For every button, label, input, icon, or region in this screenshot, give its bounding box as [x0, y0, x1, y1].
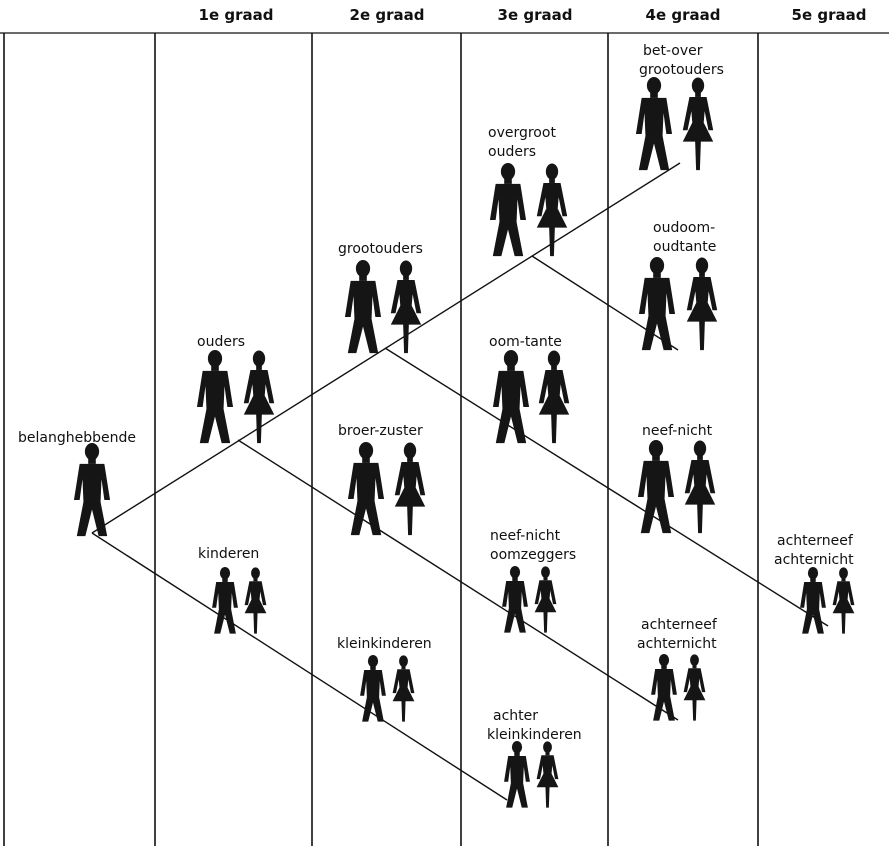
achterneef-5e-icon [800, 567, 826, 634]
line-from-ouders [237, 439, 679, 721]
kinderen-woman-icon [244, 567, 267, 634]
kleinkinderen-man-icon [360, 655, 386, 722]
header-5e-graad: 5e graad [792, 6, 867, 24]
label-grootouders: grootouders [338, 241, 423, 257]
nicht-icon [684, 440, 716, 534]
label-betovergrootouders: bet-over grootouders [639, 43, 724, 78]
label-broer-zuster: broer-zuster [338, 423, 423, 439]
person-belanghebbende-icon [73, 443, 111, 537]
neef-icon [637, 440, 675, 534]
betovergrootouders-woman-icon [682, 77, 714, 171]
achternicht-5e-icon [832, 567, 855, 634]
line-from-grootouders [384, 347, 829, 627]
achternicht-4e-icon [683, 654, 706, 721]
achterkleinkinderen-man-icon [504, 741, 530, 808]
label-neef-nicht-4e: neef-nicht [642, 423, 713, 439]
overgrootouders-man-icon [489, 163, 527, 257]
grootouders-woman-icon [390, 260, 422, 354]
label-kinderen: kinderen [198, 546, 259, 562]
figures [73, 77, 855, 808]
label-oom-tante: oom-tante [489, 334, 562, 350]
relationship-lines [91, 162, 829, 801]
label-achterkleinkinderen: achter kleinkinderen [487, 708, 582, 743]
label-kleinkinderen: kleinkinderen [337, 636, 432, 652]
header-3e-graad: 3e graad [498, 6, 573, 24]
oom-icon [492, 350, 530, 444]
zuster-icon [394, 442, 426, 536]
grootouders-man-icon [344, 260, 382, 354]
header-2e-graad: 2e graad [350, 6, 425, 24]
label-overgrootouders: overgroot ouders [488, 125, 560, 160]
label-achterneef-achternicht-5e: achterneef achternicht [774, 533, 857, 568]
header-4e-graad: 4e graad [646, 6, 721, 24]
header-1e-graad: 1e graad [199, 6, 274, 24]
descending-line-direct [91, 532, 508, 801]
oomzegger-woman-icon [534, 566, 557, 633]
label-ouders: ouders [197, 334, 245, 350]
achterkleinkinderen-woman-icon [536, 741, 559, 808]
oudtante-icon [686, 257, 718, 351]
label-oudoom-oudtante: oudoom- oudtante [653, 220, 720, 255]
label-belanghebbende: belanghebbende [18, 430, 136, 446]
label-achterneef-achternicht-4e: achterneef achternicht [637, 617, 721, 652]
ouders-man-icon [196, 350, 234, 444]
betovergrootouders-man-icon [635, 77, 673, 171]
ouders-woman-icon [243, 350, 275, 444]
tante-icon [538, 350, 570, 444]
label-neef-nicht-oomzeggers: neef-nicht oomzeggers [490, 528, 576, 563]
kleinkinderen-woman-icon [392, 655, 415, 722]
overgrootouders-woman-icon [536, 163, 568, 257]
